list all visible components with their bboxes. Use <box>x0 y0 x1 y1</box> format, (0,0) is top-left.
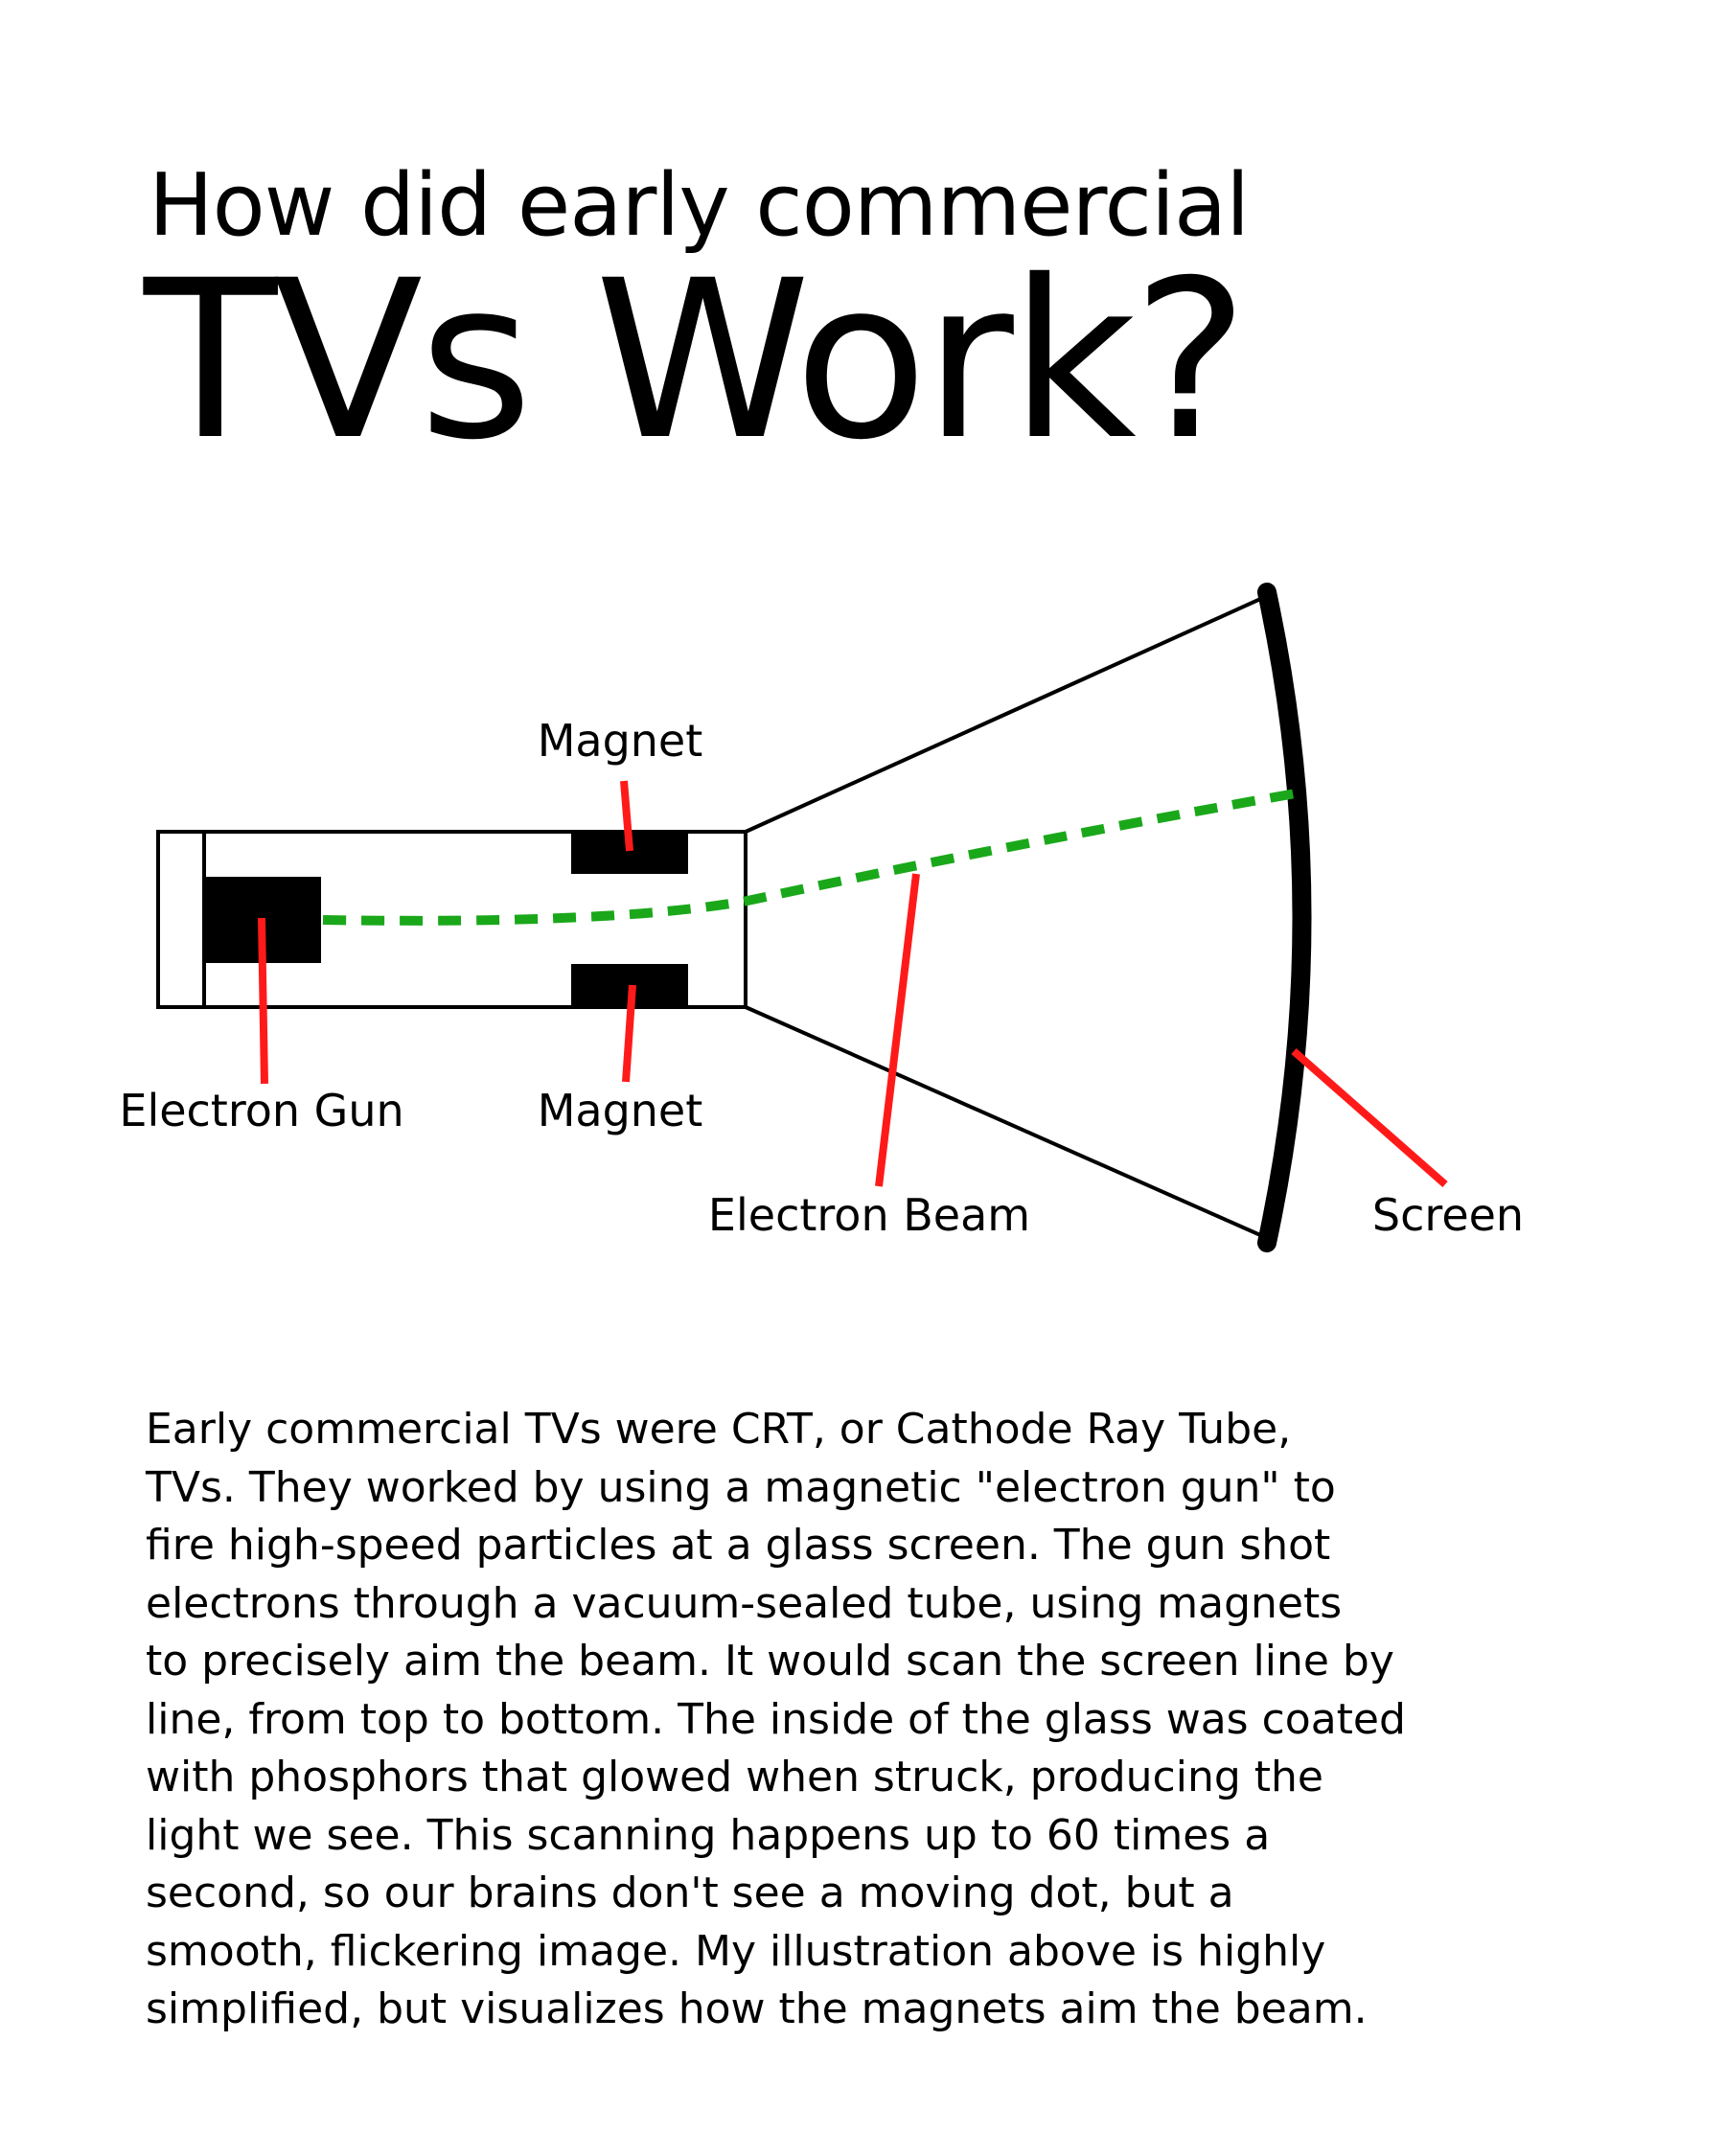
label-electron-gun: Electron Gun <box>119 1085 403 1136</box>
pointer-electron-gun <box>258 917 268 1085</box>
label-magnet-bottom: Magnet <box>538 1085 703 1136</box>
label-screen: Screen <box>1372 1189 1524 1241</box>
electron-beam-path <box>322 789 1297 926</box>
label-magnet-top: Magnet <box>538 715 703 767</box>
title-line-1: How did early commercial <box>149 155 1250 256</box>
pointer-electron-beam <box>875 873 920 1187</box>
funnel-top-edge <box>745 594 1268 834</box>
body-paragraph: Early commercial TVs were CRT, or Cathod… <box>146 1405 1406 2033</box>
funnel-bottom-edge <box>745 1005 1268 1240</box>
pointer-screen <box>1291 1047 1448 1188</box>
label-electron-beam: Electron Beam <box>708 1189 1030 1241</box>
pointer-magnet-top <box>620 780 633 852</box>
pointer-magnet-bottom <box>622 984 636 1083</box>
title-line-2: TVs Work? <box>144 233 1249 488</box>
crt-diagram: Magnet Magnet Electron Gun Electron Beam… <box>119 583 1524 1252</box>
screen-glass <box>1257 583 1312 1252</box>
tube-neck <box>156 830 748 1009</box>
